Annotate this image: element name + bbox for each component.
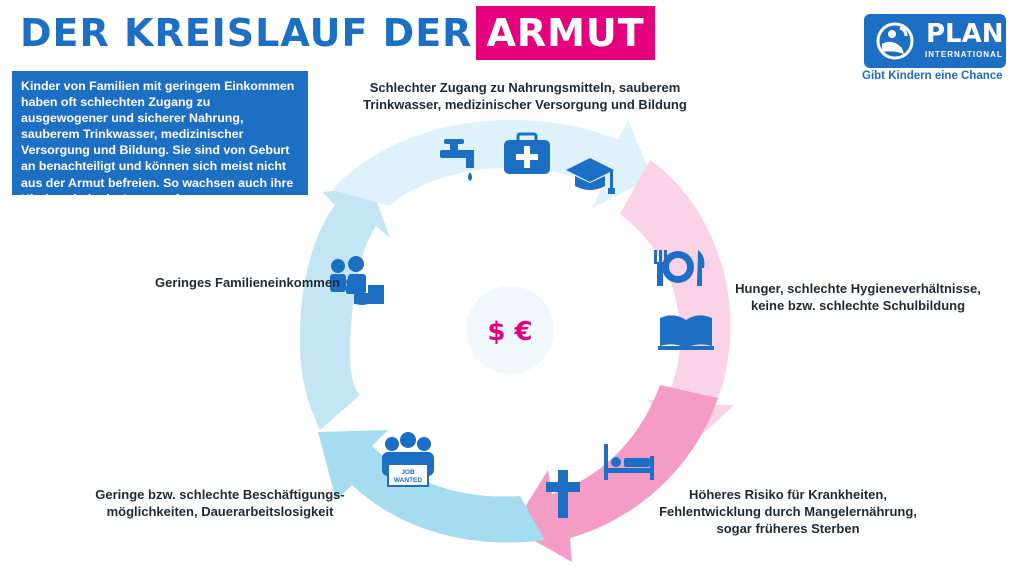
cross-icon xyxy=(546,470,580,518)
medical-kit-icon xyxy=(504,132,550,174)
job-wanted-icon: JOB WANTED xyxy=(382,432,434,487)
label-top: Schlechter Zugang zu Nahrungsmitteln, sa… xyxy=(335,79,715,113)
bed-icon xyxy=(604,444,654,480)
logo-subtitle: INTERNATIONAL xyxy=(925,50,1003,59)
plate-cutlery-icon xyxy=(654,250,705,286)
label-right: Hunger, schlechte Hygieneverhältnisse, k… xyxy=(718,280,998,314)
label-top-line-1: Schlechter Zugang zu Nahrungsmitteln, sa… xyxy=(369,80,681,95)
label-right-line-2: keine bzw. schlechte Schulbildung xyxy=(750,298,966,313)
label-bottom-right: Höheres Risiko für Krankheiten, Fehlentw… xyxy=(650,486,926,537)
job-sign-line-1: JOB xyxy=(401,469,415,476)
job-sign-line-2: WANTED xyxy=(394,477,422,484)
label-bottom-right-line-2: Fehlentwicklung durch Mangelernährung, xyxy=(659,504,917,519)
label-bottom-right-line-1: Höheres Risiko für Krankheiten, xyxy=(689,487,887,502)
logo-tagline: Gibt Kindern eine Chance xyxy=(862,70,1003,82)
arrow-segment-left xyxy=(299,188,390,430)
arrow-segment-top xyxy=(332,120,652,208)
open-book-icon xyxy=(658,315,714,350)
graduation-cap-icon xyxy=(566,158,615,194)
arrow-segment-bottom-left xyxy=(318,430,545,543)
label-bottom-left: Geringe bzw. schlechte Beschäftigungs- m… xyxy=(70,486,370,520)
label-bottom-left-line-1: Geringe bzw. schlechte Beschäftigungs- xyxy=(95,487,345,502)
title-part-2: ARMUT xyxy=(476,6,655,60)
info-box: Kinder von Familien mit geringem Einkomm… xyxy=(12,71,308,206)
label-bottom-left-line-2: möglichkeiten, Dauerarbeitslosigkeit xyxy=(106,504,334,519)
page-title: DER KREISLAUF DER ARMUT xyxy=(20,6,655,60)
water-tap-icon xyxy=(440,139,474,181)
currency-symbol: $ € xyxy=(487,317,532,347)
label-bottom-right-line-3: sogar früheres Sterben xyxy=(716,521,860,536)
family-coins-icon xyxy=(330,256,384,305)
label-right-line-1: Hunger, schlechte Hygieneverhältnisse, xyxy=(735,281,981,296)
logo-word: PLAN xyxy=(926,19,1004,49)
center-circle xyxy=(466,286,554,374)
label-top-line-2: Trinkwasser, medizinischer Versorgung un… xyxy=(363,97,687,112)
label-left: Geringes Familieneinkommen xyxy=(155,275,340,290)
title-part-1: DER KREISLAUF DER xyxy=(20,11,473,55)
arrow-segment-right xyxy=(620,160,734,446)
